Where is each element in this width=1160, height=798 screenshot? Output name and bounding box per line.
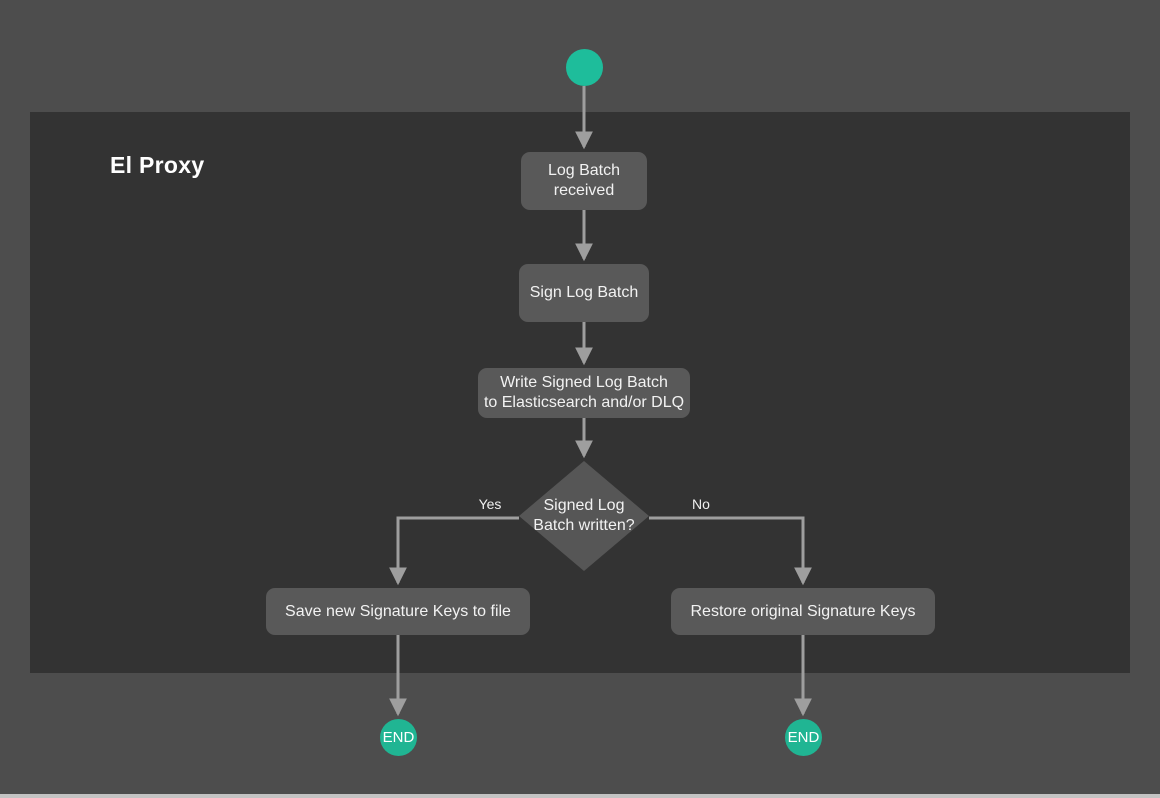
edge-label-no: No bbox=[692, 496, 710, 512]
node-save-signature-keys: Save new Signature Keys to file bbox=[266, 588, 530, 635]
end-node-left: END bbox=[380, 719, 417, 756]
edge-label-yes: Yes bbox=[478, 496, 502, 512]
start-node bbox=[566, 49, 603, 86]
node-log-batch-received: Log Batch received bbox=[521, 152, 647, 210]
container-title: El Proxy bbox=[110, 152, 205, 178]
end-node-right: END bbox=[785, 719, 822, 756]
node-write-signed-log-batch: Write Signed Log Batch to Elasticsearch … bbox=[478, 368, 690, 418]
node-sign-log-batch: Sign Log Batch bbox=[519, 264, 649, 322]
window-bottom-edge bbox=[0, 794, 1160, 798]
node-restore-signature-keys: Restore original Signature Keys bbox=[671, 588, 935, 635]
